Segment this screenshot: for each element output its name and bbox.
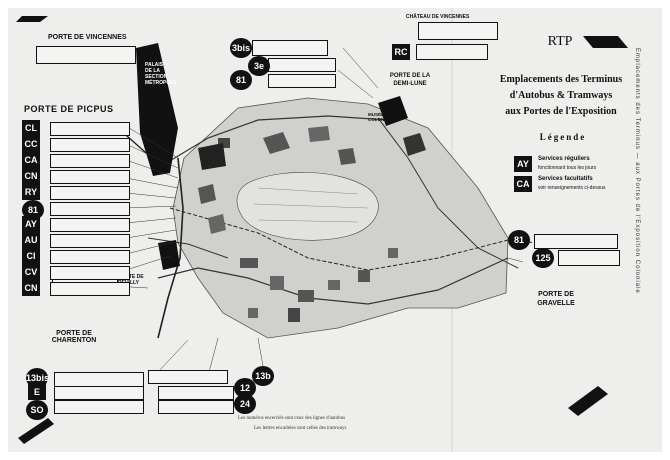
- legend-sub-regular: fonctionnant tous les jours: [538, 165, 597, 171]
- route-box-picpus-10: [50, 266, 130, 280]
- footer-note-1: Les numéros encerclés sont ceux des lign…: [238, 416, 346, 421]
- palais-annex: [198, 143, 226, 170]
- building-block: [288, 308, 300, 322]
- monogram: RTP: [547, 34, 573, 49]
- gate-label-demi-lune: Porte de la Demi-Lune: [389, 73, 431, 87]
- route-badge-picpus-cv: CV: [22, 264, 40, 280]
- route-badge-top-3: 81: [230, 70, 252, 90]
- route-box-picpus-6: [50, 202, 130, 216]
- map-title-line-2: d'Autobus & Tramways: [509, 90, 613, 101]
- route-badge-picpus-ry: RY: [22, 184, 40, 200]
- route-box-charenton-5: [158, 386, 234, 400]
- route-box-picpus-8: [50, 234, 130, 248]
- building-block: [263, 132, 290, 154]
- route-badge-top-2: 3e: [248, 56, 270, 76]
- building-block: [308, 126, 330, 142]
- route-badge-picpus-ci: CI: [22, 248, 40, 264]
- route-box-picpus-3: [50, 154, 130, 168]
- route-box-charenton-2: [54, 386, 144, 400]
- gate-label-chateau: Château de Vincennes: [406, 14, 470, 20]
- gate-label-vincennes: Porte de Vincennes: [48, 34, 127, 41]
- route-badge-charenton-3: SO: [26, 400, 48, 420]
- footer-note-2: Les lettres encadrées sont celles des tr…: [254, 426, 347, 431]
- lake: [236, 172, 379, 241]
- route-box-picpus-7: [50, 218, 130, 232]
- route-badge-charenton-6: 13b: [252, 366, 274, 386]
- map-sheet: Porte de Vincennes Porte de Picpus Porte…: [8, 8, 662, 452]
- legend-title: Légende: [539, 132, 587, 142]
- route-badge-picpus-cn: CN: [22, 280, 40, 296]
- route-badge-charenton-4: 12: [234, 378, 256, 398]
- route-box-top-2: [268, 58, 336, 72]
- route-badge-picpus-cc: CC: [22, 136, 40, 152]
- building-block: [198, 184, 216, 204]
- route-badge-picpus-81: 81: [22, 200, 44, 220]
- route-badge-charenton-2: E: [28, 384, 46, 400]
- building-block: [240, 258, 258, 268]
- route-box-picpus-9: [50, 250, 130, 264]
- route-badge-picpus-cn: CN: [22, 168, 40, 184]
- corner-band-bottom-left: [18, 418, 54, 444]
- route-box-gravelle-2: [558, 250, 620, 266]
- route-badge-charenton-5: 24: [234, 394, 256, 414]
- route-badge-rc: RC: [392, 44, 410, 60]
- legend-badge-regular: AY: [514, 156, 532, 172]
- route-badge-gravelle-125: 125: [532, 248, 554, 268]
- building-label-palais: Palais de la Section Métropole: [145, 62, 177, 86]
- route-box-charenton-1: [54, 372, 144, 387]
- palais-section-metropole-building: [136, 43, 178, 176]
- corner-band-bottom-right: [568, 386, 608, 416]
- route-badge-charenton-1: 13bis: [26, 368, 49, 388]
- route-badge-picpus-cl: CL: [22, 120, 40, 136]
- route-box-gravelle-1: [534, 234, 618, 249]
- legend-badge-optional: CA: [514, 176, 532, 192]
- building-block: [388, 248, 398, 258]
- legend-label-optional: Services facultatifs: [538, 176, 593, 182]
- building-block: [338, 148, 356, 165]
- musee-des-colonies-building: [378, 96, 408, 126]
- route-box-rc: [416, 44, 488, 60]
- route-box-picpus-4: [50, 170, 130, 184]
- route-box-picpus-5: [50, 186, 130, 200]
- route-box-top-1: [252, 40, 328, 56]
- gate-label-charenton: Porte de Charenton: [51, 330, 97, 344]
- gate-label-picpus: Porte de Picpus: [24, 104, 114, 114]
- map-title-line-3: aux Portes de l'Exposition: [505, 106, 617, 117]
- corner-band-top-right: [583, 36, 628, 48]
- corner-band-top-left: [16, 16, 48, 22]
- route-box-picpus-11: [50, 282, 130, 296]
- route-badge-picpus-ay: AY: [22, 216, 40, 232]
- route-box-picpus-2: [50, 138, 130, 152]
- route-box-charenton-6: [158, 400, 234, 414]
- route-badge-gravelle-81: 81: [508, 230, 530, 250]
- building-block: [298, 290, 314, 302]
- building-block: [218, 138, 230, 148]
- building-block: [208, 214, 226, 234]
- building-block: [328, 280, 340, 290]
- route-box-vincennes: [36, 46, 136, 64]
- margin-vertical-text: Emplacements des Terminus — aux Portes d…: [634, 48, 640, 294]
- route-badge-top-1: 3bis: [230, 38, 252, 58]
- legend-label-regular: Services réguliers: [538, 156, 590, 162]
- musee-wing: [403, 133, 426, 156]
- building-label-musee: Musée des Colonies: [368, 112, 395, 122]
- legend-sub-optional: voir renseignements ci-dessus: [538, 185, 606, 191]
- building-block: [248, 308, 258, 318]
- route-box-top-3: [268, 74, 336, 88]
- route-box-charenton-4: [148, 370, 228, 384]
- gate-label-gravelle: Porte de Gravelle: [537, 291, 575, 307]
- building-block: [270, 276, 284, 290]
- route-badge-picpus-au: AU: [22, 232, 40, 248]
- map-title-line-1: Emplacements des Terminus: [499, 74, 623, 85]
- palais-annex: [158, 240, 180, 270]
- route-badge-picpus-ca: CA: [22, 152, 40, 168]
- building-block: [358, 270, 370, 282]
- route-box-picpus-1: [50, 122, 130, 136]
- route-box-chateau: [418, 22, 498, 40]
- route-box-charenton-3: [54, 400, 144, 414]
